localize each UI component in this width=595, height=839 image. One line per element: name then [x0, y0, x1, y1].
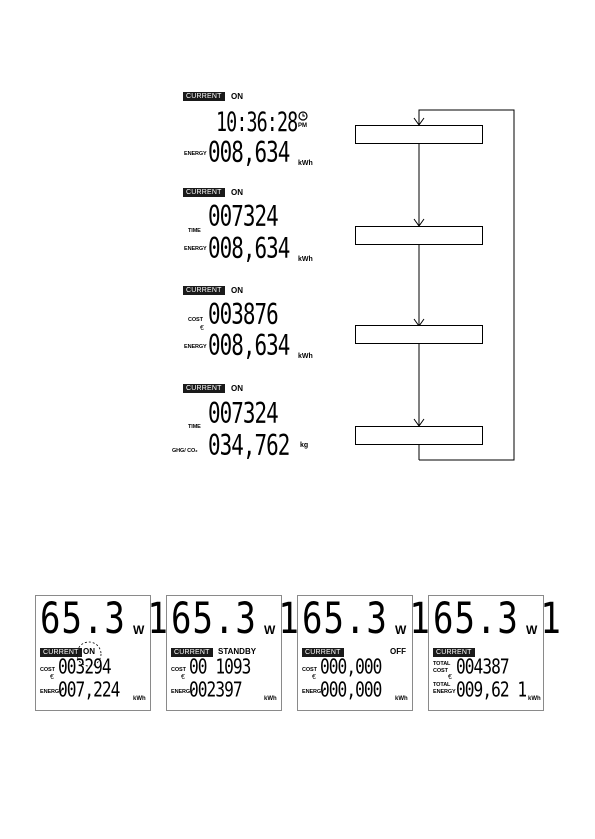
state-label: ON [231, 92, 243, 101]
lcd-panel-off: 65.3 1 W CURRENT OFF COST € 000,000 ENER… [297, 595, 430, 711]
power-unit: W [133, 623, 145, 637]
current-badge: CURRENT [302, 648, 344, 657]
euro-symbol: € [181, 674, 185, 681]
lcd-panel-standby: 65.3 1 W CURRENT STANDBY COST € 00 1093 … [166, 595, 299, 711]
state-label: OFF [390, 647, 406, 656]
state-label: STANDBY [218, 647, 257, 656]
cost-digits: 000,000 [320, 655, 382, 680]
cost-label: COST [40, 667, 55, 673]
state-label: ON [231, 286, 243, 295]
power-digits: 65.3 1 [171, 594, 300, 645]
pm-indicator: PM [298, 123, 307, 129]
energy-digits: 009,62 1 [456, 678, 527, 703]
energy-label: ENERGY [433, 689, 456, 695]
clock-digits: 10:36:28 [216, 105, 298, 138]
total-label-2: TOTAL [433, 682, 451, 688]
loop-line [418, 109, 515, 461]
energy-label: ENERGY [40, 689, 63, 695]
cost-label: COST [302, 667, 317, 673]
state-label: ON [83, 647, 95, 656]
time-label: TIME [188, 424, 201, 430]
current-badge: CURRENT [183, 286, 225, 295]
cost-digits: 003294 [58, 655, 112, 680]
energy-digits: 007,224 [58, 678, 120, 703]
power-digits: 65.3 1 [433, 594, 562, 645]
ghg-digits: 034,762 [208, 430, 290, 463]
flow-step-box-1 [355, 125, 483, 144]
euro-symbol: € [448, 674, 452, 681]
power-digits: 65.3 1 [302, 594, 431, 645]
current-badge: CURRENT [433, 648, 475, 657]
energy-digits: 000,000 [320, 678, 382, 703]
cost-digits: 003876 [208, 299, 279, 332]
current-badge: CURRENT [183, 384, 225, 393]
energy-digits: 008,634 [208, 330, 290, 363]
energy-label: ENERGY [184, 246, 207, 252]
flow-step-box-2 [355, 226, 483, 245]
energy-unit: kWh [264, 696, 277, 702]
energy-unit: kWh [528, 696, 541, 702]
energy-unit: kWh [298, 256, 313, 263]
time-digits: 007324 [208, 201, 279, 234]
euro-symbol: € [50, 674, 54, 681]
state-label: ON [231, 188, 243, 197]
current-badge: CURRENT [171, 648, 213, 657]
cost-label: COST [171, 667, 186, 673]
energy-label: ENERGY [171, 689, 194, 695]
power-unit: W [395, 623, 407, 637]
time-label: TIME [188, 228, 201, 234]
energy-digits: 008,634 [208, 137, 290, 170]
energy-label: ENERGY [184, 151, 207, 157]
lcd-panel-on: 65.3 1 W CURRENT ON COST € 003294 ENERGY… [35, 595, 168, 711]
dashed-highlight-circle [76, 641, 102, 667]
euro-symbol: € [312, 674, 316, 681]
ghg-unit: kg [300, 442, 309, 449]
energy-digits: 008,634 [208, 233, 290, 266]
power-digits: 65.3 1 [40, 594, 169, 645]
cost-label: COST [188, 317, 203, 323]
flow-step-box-4 [355, 426, 483, 445]
current-badge: CURRENT [40, 648, 82, 657]
cost-digits: 004387 [456, 655, 510, 680]
state-label: ON [231, 384, 243, 393]
ghg-co2-label: GHG/ CO₂ [172, 448, 198, 454]
energy-unit: kWh [298, 353, 313, 360]
energy-digits: 002397 [189, 678, 243, 703]
energy-unit: kWh [298, 160, 313, 167]
power-unit: W [526, 623, 538, 637]
flow-step-box-3 [355, 325, 483, 344]
current-badge: CURRENT [183, 92, 225, 101]
energy-unit: kWh [133, 696, 146, 702]
euro-symbol: € [200, 325, 204, 332]
current-badge: CURRENT [183, 188, 225, 197]
cost-label: COST [433, 668, 448, 674]
energy-unit: kWh [395, 696, 408, 702]
time-digits: 007324 [208, 398, 279, 431]
clock-icon [298, 111, 308, 121]
power-unit: W [264, 623, 276, 637]
energy-label: ENERGY [302, 689, 325, 695]
energy-label: ENERGY [184, 344, 207, 350]
lcd-panel-total: 65.3 1 W CURRENT TOTAL COST € 004387 TOT… [428, 595, 561, 711]
cost-digits: 00 1093 [189, 655, 251, 680]
total-label-1: TOTAL [433, 661, 451, 667]
